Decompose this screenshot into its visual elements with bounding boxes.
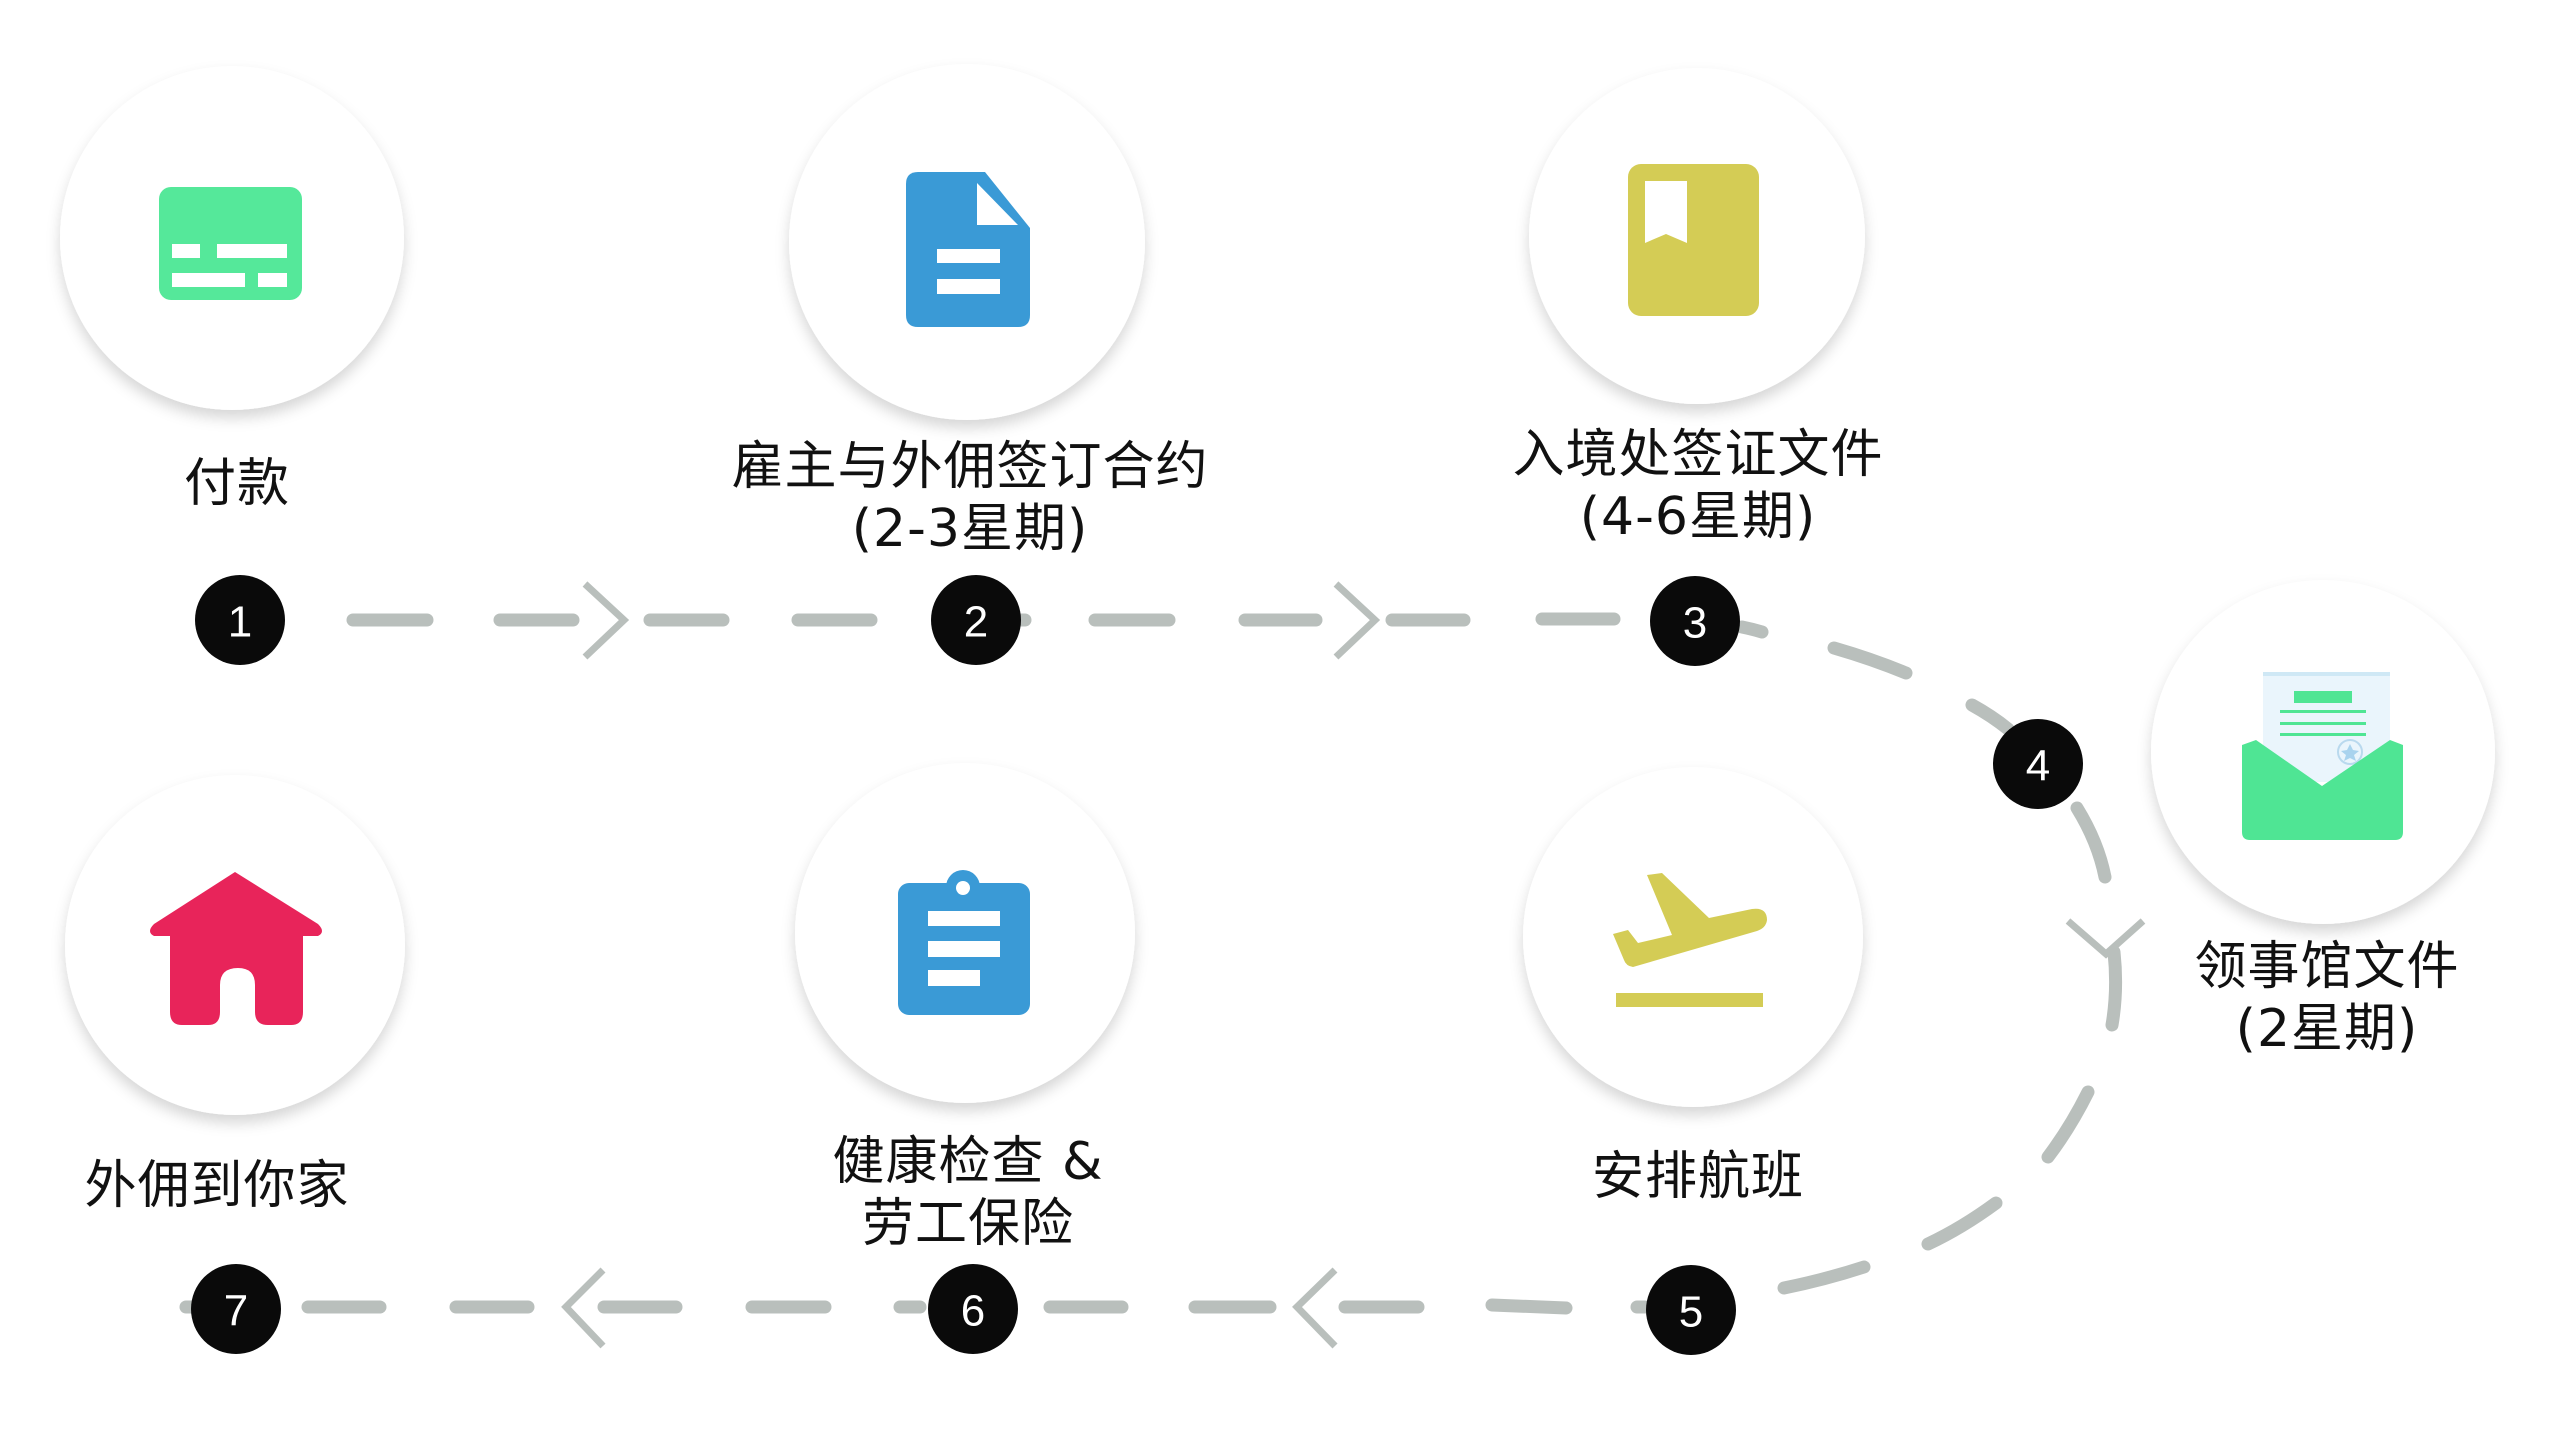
dash xyxy=(1777,1260,1871,1295)
badge-circle xyxy=(1646,1265,1736,1355)
arrow-left-icon xyxy=(1292,1267,1338,1349)
dash xyxy=(1827,641,1913,680)
step-4-duration: (2星期) xyxy=(2235,999,2419,1059)
step-6-label: 健康检查 & 劳工保险 xyxy=(832,1131,1103,1255)
badge-circle xyxy=(1993,719,2083,809)
badge-number: 7 xyxy=(224,1287,248,1336)
dash xyxy=(1485,1298,1573,1315)
step-4-label: 领事馆文件 (2星期) xyxy=(2194,936,2459,1060)
badge-circle xyxy=(191,1264,281,1354)
dash xyxy=(1735,620,1769,639)
house-icon xyxy=(150,872,322,1025)
bookmark-book-icon xyxy=(1628,164,1759,316)
envelope-letter-icon xyxy=(2242,672,2403,840)
badge-circle xyxy=(1650,576,1740,666)
step-7-badge: 7 xyxy=(191,1264,281,1354)
step-1-badge: 1 xyxy=(195,575,285,665)
badge-number: 3 xyxy=(1683,599,1707,648)
flow-connector xyxy=(179,612,2123,1315)
step-3-title: 入境处签证文件 xyxy=(1512,425,1884,485)
step-2-duration: (2-3星期) xyxy=(851,499,1089,559)
arrow-left-icon xyxy=(561,1267,606,1349)
badge-number: 5 xyxy=(1679,1288,1703,1337)
step-4-badge: 4 xyxy=(1993,719,2083,809)
dash xyxy=(1965,698,2015,736)
dash xyxy=(2105,945,2123,1032)
step-2-title: 雇主与外佣签订合约 xyxy=(731,437,1209,497)
clipboard-icon xyxy=(898,870,1030,1015)
credit-card-icon xyxy=(159,187,302,300)
badge-number: 2 xyxy=(964,598,988,647)
step-2-badge: 2 xyxy=(931,575,1021,665)
badge-number: 4 xyxy=(2026,742,2050,791)
step-1-title: 付款 xyxy=(183,454,291,514)
step-7-label: 外佣到你家 xyxy=(84,1155,349,1217)
document-icon xyxy=(906,172,1030,327)
badge-number: 6 xyxy=(961,1287,985,1336)
step-6-badge: 6 xyxy=(928,1264,1018,1354)
step-2-label: 雇主与外佣签订合约 (2-3星期) xyxy=(731,436,1208,560)
step-1-label: 付款 xyxy=(184,453,290,515)
step-3-label: 入境处签证文件 (4-6星期) xyxy=(1512,424,1883,548)
step-3-duration: (4-6星期) xyxy=(1579,487,1817,547)
step-5-label: 安排航班 xyxy=(1592,1146,1804,1208)
badge-number: 1 xyxy=(228,598,252,647)
step-6-subtitle: 劳工保险 xyxy=(861,1194,1074,1254)
step-5-badge: 5 xyxy=(1646,1265,1736,1355)
badge-circle xyxy=(928,1264,1018,1354)
badge-circle xyxy=(931,575,1021,665)
step-4-title: 领事馆文件 xyxy=(2194,937,2460,997)
dash xyxy=(2070,801,2112,884)
step-7-title: 外佣到你家 xyxy=(84,1156,350,1216)
arrow-right-icon xyxy=(1333,581,1381,660)
step-5-title: 安排航班 xyxy=(1591,1147,1805,1207)
step-6-title: 健康检查 & xyxy=(832,1132,1104,1192)
badge-circle xyxy=(195,575,285,665)
dash xyxy=(2041,1085,2095,1164)
arrow-down-icon xyxy=(2065,918,2146,959)
arrow-right-icon xyxy=(582,581,630,660)
step-3-badge: 3 xyxy=(1650,576,1740,666)
airplane-takeoff-icon xyxy=(1613,873,1767,1007)
dash xyxy=(1921,1196,2003,1251)
